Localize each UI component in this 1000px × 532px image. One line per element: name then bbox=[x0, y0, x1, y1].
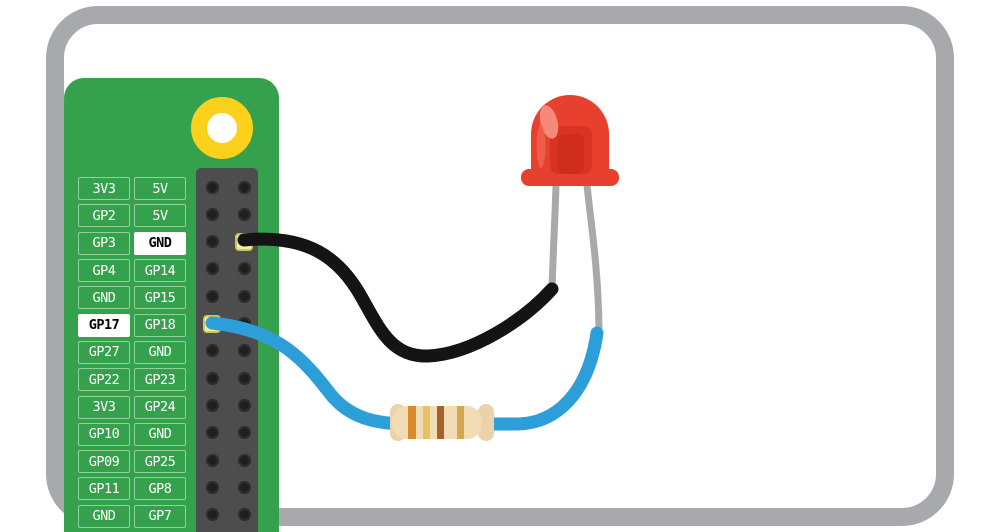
led-cathode-leg bbox=[548, 181, 560, 294]
pin-dot bbox=[237, 426, 251, 440]
pin-label-gp24: GP24 bbox=[134, 395, 186, 419]
pin-dot bbox=[205, 235, 219, 249]
pin-label-gp8: GP8 bbox=[134, 477, 186, 501]
pin-label-3v3: 3V3 bbox=[78, 395, 130, 419]
pin-dot bbox=[205, 453, 219, 467]
pin-dot bbox=[205, 207, 219, 221]
pin-label-gp25: GP25 bbox=[134, 450, 186, 474]
pin-dot bbox=[237, 262, 251, 276]
led-highlight-streak bbox=[536, 124, 546, 168]
gnd-wire-black bbox=[237, 232, 559, 363]
pin-label-gnd: GND bbox=[134, 422, 186, 446]
pin-label-gnd: GND bbox=[78, 286, 130, 310]
pin-dot bbox=[205, 480, 219, 494]
pin-label-gnd: GND bbox=[78, 504, 130, 528]
pin-dot bbox=[237, 508, 251, 522]
pin-dot bbox=[205, 289, 219, 303]
pin-label-5v: 5V bbox=[134, 177, 186, 201]
pin-label-gp11: GP11 bbox=[78, 477, 130, 501]
led-die-shade bbox=[558, 134, 584, 174]
pin-dot bbox=[237, 289, 251, 303]
led bbox=[521, 95, 619, 186]
pin-dot bbox=[205, 344, 219, 358]
pin-dot bbox=[237, 180, 251, 194]
pin-label-gp2: GP2 bbox=[78, 204, 130, 228]
pin-label-gnd: GND bbox=[134, 231, 186, 255]
pin-dot bbox=[237, 453, 251, 467]
pin-dot bbox=[205, 180, 219, 194]
pin-label-gnd: GND bbox=[134, 340, 186, 364]
pin-dot bbox=[237, 480, 251, 494]
pin-label-gp3: GP3 bbox=[78, 231, 130, 255]
pin-dot bbox=[205, 371, 219, 385]
resistor-band-4 bbox=[457, 406, 464, 439]
pin-label-gp14: GP14 bbox=[134, 259, 186, 283]
resistor-band-1 bbox=[408, 406, 416, 439]
resistor bbox=[390, 404, 494, 441]
pin-dot bbox=[237, 344, 251, 358]
led-anode-leg bbox=[583, 181, 603, 332]
pin-dot bbox=[205, 398, 219, 412]
signal-wire-blue bbox=[205, 316, 604, 431]
pin-label-gp18: GP18 bbox=[134, 313, 186, 337]
pin-label-gp17: GP17 bbox=[78, 313, 130, 337]
led-highlight bbox=[539, 105, 559, 139]
pin-label-gp4: GP4 bbox=[78, 259, 130, 283]
pin-label-gp27: GP27 bbox=[78, 340, 130, 364]
pin-label-5v: 5V bbox=[134, 204, 186, 228]
resistor-band-2 bbox=[423, 406, 430, 439]
pin-label-gp23: GP23 bbox=[134, 368, 186, 392]
pin-dot bbox=[205, 508, 219, 522]
gpio-header bbox=[196, 168, 258, 532]
pin-dot-layer bbox=[196, 168, 258, 532]
pin-dot bbox=[237, 207, 251, 221]
pin-dot bbox=[237, 398, 251, 412]
pin-label-3v3: 3V3 bbox=[78, 177, 130, 201]
pin-label-gp10: GP10 bbox=[78, 422, 130, 446]
pin-dot bbox=[205, 262, 219, 276]
pin-dot bbox=[237, 371, 251, 385]
pin-label-gp7: GP7 bbox=[134, 504, 186, 528]
pin-label-gp22: GP22 bbox=[78, 368, 130, 392]
pin-label-gp09: GP09 bbox=[78, 450, 130, 474]
pin-dot bbox=[205, 426, 219, 440]
pin-label-gp15: GP15 bbox=[134, 286, 186, 310]
resistor-end-cap-right bbox=[478, 404, 494, 441]
resistor-band-3 bbox=[437, 406, 444, 439]
